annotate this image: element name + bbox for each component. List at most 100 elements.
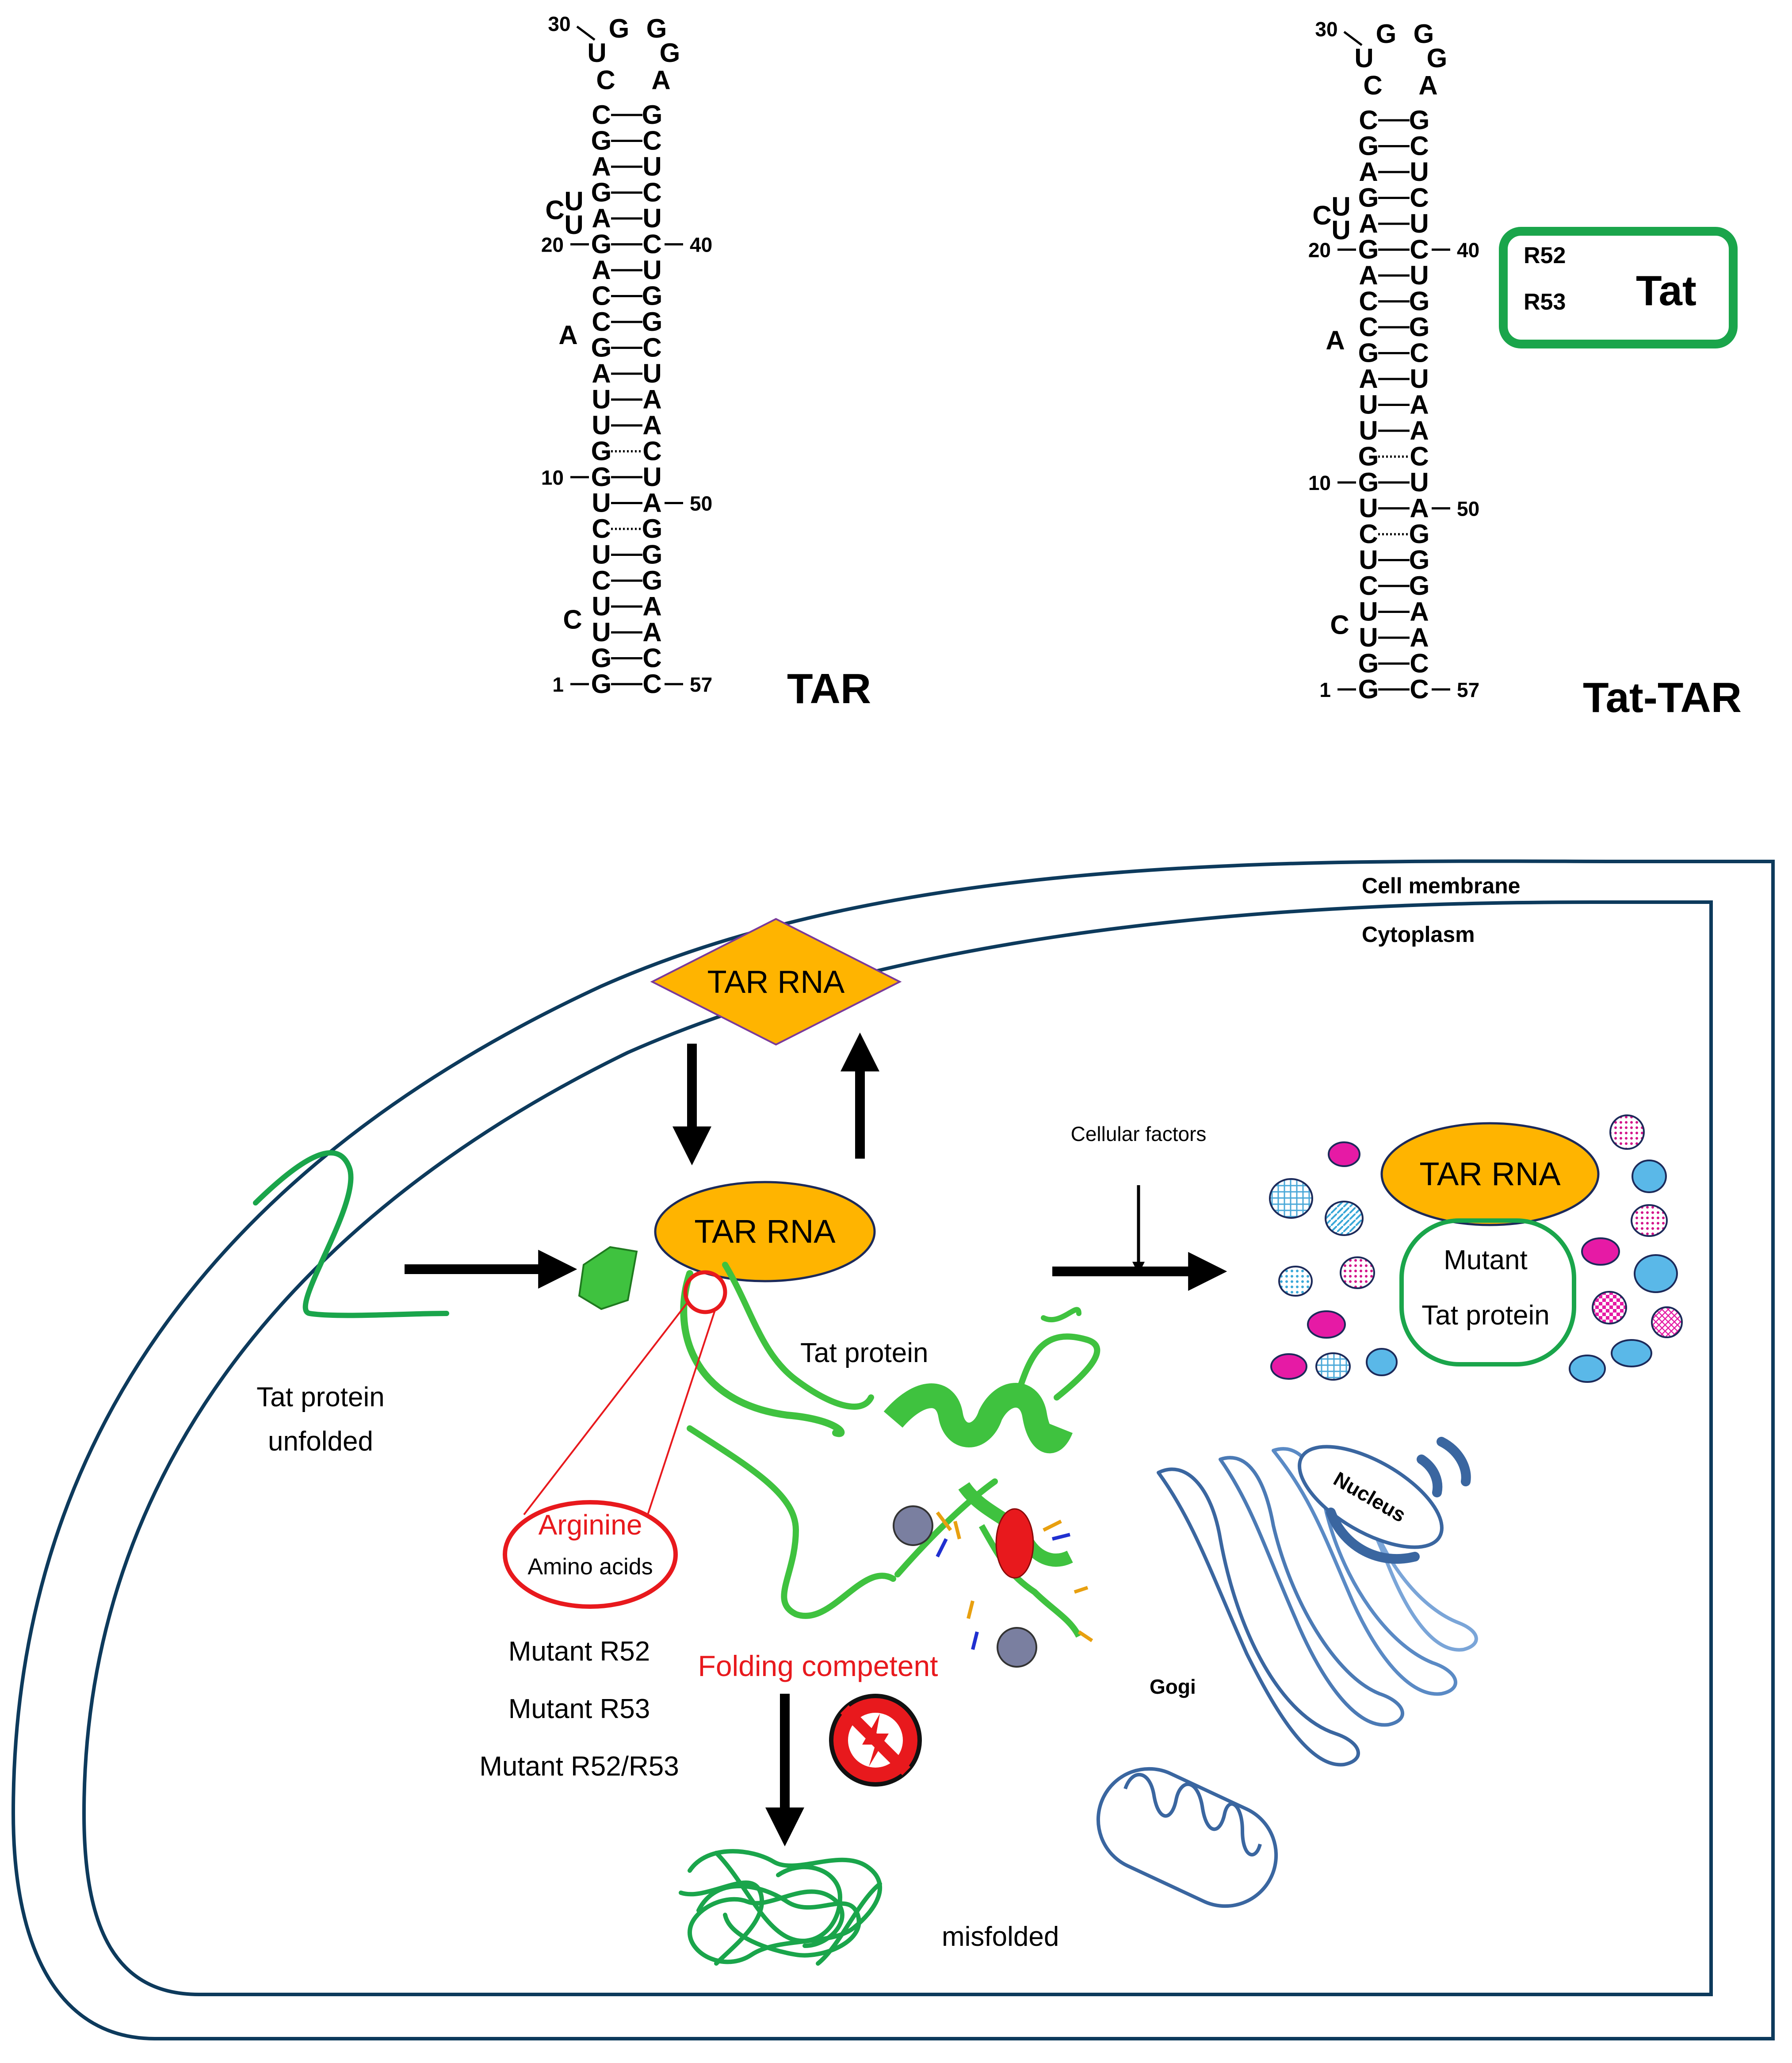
bulge-u: U <box>1331 215 1350 245</box>
nucleotide-left: A <box>1359 209 1378 238</box>
nucleotide-right: U <box>642 462 661 492</box>
nucleotide-right: G <box>642 100 663 130</box>
nucleotide-right: U <box>642 152 661 181</box>
nucleotide-left: G <box>591 436 612 466</box>
nucleotide-loop: G <box>660 38 680 68</box>
nucleotide-loop: G <box>1414 19 1434 49</box>
bulge-u: U <box>1331 192 1350 222</box>
mutant-r52: Mutant R52 <box>508 1636 650 1667</box>
tar-rna-center: TAR RNA <box>654 1181 876 1282</box>
arginine-label: Arginine <box>539 1509 642 1541</box>
nucleotide-left: U <box>592 488 611 518</box>
mutant-tat-line2: Tat protein <box>1421 1300 1550 1331</box>
nucleotide-right: G <box>1409 287 1430 316</box>
position-number: 1 <box>552 673 564 696</box>
tar-title: TAR <box>787 665 871 712</box>
position-number: 40 <box>690 233 712 256</box>
mitochondrion <box>1096 1767 1278 1908</box>
nucleotide-right: U <box>642 203 661 233</box>
bulge-a: A <box>1326 325 1345 355</box>
nucleotide-right: G <box>642 540 663 570</box>
nucleotide-right: G <box>642 566 663 595</box>
nucleotide-right: C <box>1410 442 1429 471</box>
nucleotide-right: C <box>642 333 661 363</box>
nucleotide-left: U <box>1359 545 1378 575</box>
no-lightning-icon <box>829 1694 922 1787</box>
mutant-r52-r53: Mutant R52/R53 <box>479 1751 679 1782</box>
nucleotide-right: C <box>1410 235 1429 264</box>
nucleotide-left: A <box>592 359 611 388</box>
cellular-factors-label: Cellular factors <box>1071 1122 1207 1145</box>
nucleotide-right: U <box>1410 157 1429 187</box>
position-30: 30 <box>1315 18 1337 41</box>
nucleotide-left: G <box>1358 649 1379 678</box>
nucleotide-left: G <box>591 669 612 699</box>
nucleotide-left: C <box>592 100 611 130</box>
nucleotide-left: C <box>592 281 611 311</box>
nucleotide-left: G <box>591 178 612 207</box>
tat-unfolded-line2: unfolded <box>268 1426 373 1457</box>
position-number: 1 <box>1319 678 1331 701</box>
nucleotide-right: C <box>1410 183 1429 213</box>
nucleotide-left: A <box>592 255 611 285</box>
tat-tar-title: Tat-TAR <box>1583 674 1742 721</box>
nucleotide-right: U <box>1410 467 1429 497</box>
nucleotide-right: U <box>1410 209 1429 238</box>
position-number: 50 <box>1457 498 1479 521</box>
tar-rna-center-label: TAR RNA <box>694 1213 836 1250</box>
position-tick <box>1343 31 1363 46</box>
nucleotide-left: C <box>592 566 611 595</box>
nucleotide-right: G <box>1409 571 1430 601</box>
nucleotide-loop: G <box>609 14 630 43</box>
mutant-tat-line1: Mutant <box>1444 1245 1528 1275</box>
nucleotide-right: A <box>1410 623 1429 652</box>
position-number: 10 <box>1308 471 1331 494</box>
bulge-c: C <box>563 605 582 635</box>
nucleotide-left: G <box>591 126 612 156</box>
nucleotide-right: A <box>642 488 661 518</box>
position-number: 40 <box>1457 239 1479 262</box>
nucleotide-right: C <box>642 436 661 466</box>
arginine-callout-ellipse <box>503 1500 678 1609</box>
nucleotide-right: C <box>1410 131 1429 161</box>
nucleotide-right: A <box>642 385 661 414</box>
bulge-c: C <box>1312 201 1331 230</box>
position-number: 57 <box>690 673 712 696</box>
tat-box-label: Tat <box>1636 267 1696 314</box>
nucleotide-right: G <box>1409 545 1430 575</box>
nucleotide-left: A <box>592 152 611 181</box>
nucleotide-left: U <box>1359 390 1378 420</box>
nucleotide-left: G <box>1358 467 1379 497</box>
position-number: 50 <box>690 492 712 515</box>
nucleotide-right: A <box>1410 416 1429 445</box>
amino-acids-label: Amino acids <box>527 1554 653 1580</box>
position-number: 10 <box>541 466 564 489</box>
bulge-u: U <box>564 187 583 216</box>
misfolded-label: misfolded <box>942 1921 1059 1952</box>
nucleotide-left: G <box>1358 442 1379 471</box>
tar-rna-right-label: TAR RNA <box>1419 1156 1561 1192</box>
nucleotide-right: U <box>1410 260 1429 290</box>
nucleotide-loop: C <box>1363 71 1382 100</box>
nucleotide-right: U <box>642 255 661 285</box>
cell-membrane <box>11 859 1775 2040</box>
cellular-factor-particles <box>1269 1114 1683 1383</box>
mutant-r53: Mutant R53 <box>508 1694 650 1724</box>
nucleotide-right: C <box>642 126 661 156</box>
nucleus: Nucleus <box>1298 1437 1471 1564</box>
cytoplasm-label: Cytoplasm <box>1362 922 1475 947</box>
arginine-site-circle <box>683 1270 727 1314</box>
nucleotide-left: C <box>592 307 611 337</box>
nucleotide-right: G <box>642 514 663 543</box>
nucleotide-left: A <box>1359 260 1378 290</box>
nucleotide-left: U <box>592 410 611 440</box>
nucleotide-loop: C <box>596 65 615 95</box>
arginine-callout-line <box>647 1309 716 1515</box>
position-number: 57 <box>1457 678 1479 701</box>
folding-competent-label: Folding competent <box>698 1650 938 1682</box>
nucleotide-left: C <box>1359 571 1378 601</box>
nucleotide-left: C <box>1359 519 1378 549</box>
nucleotide-right: G <box>1409 105 1430 135</box>
